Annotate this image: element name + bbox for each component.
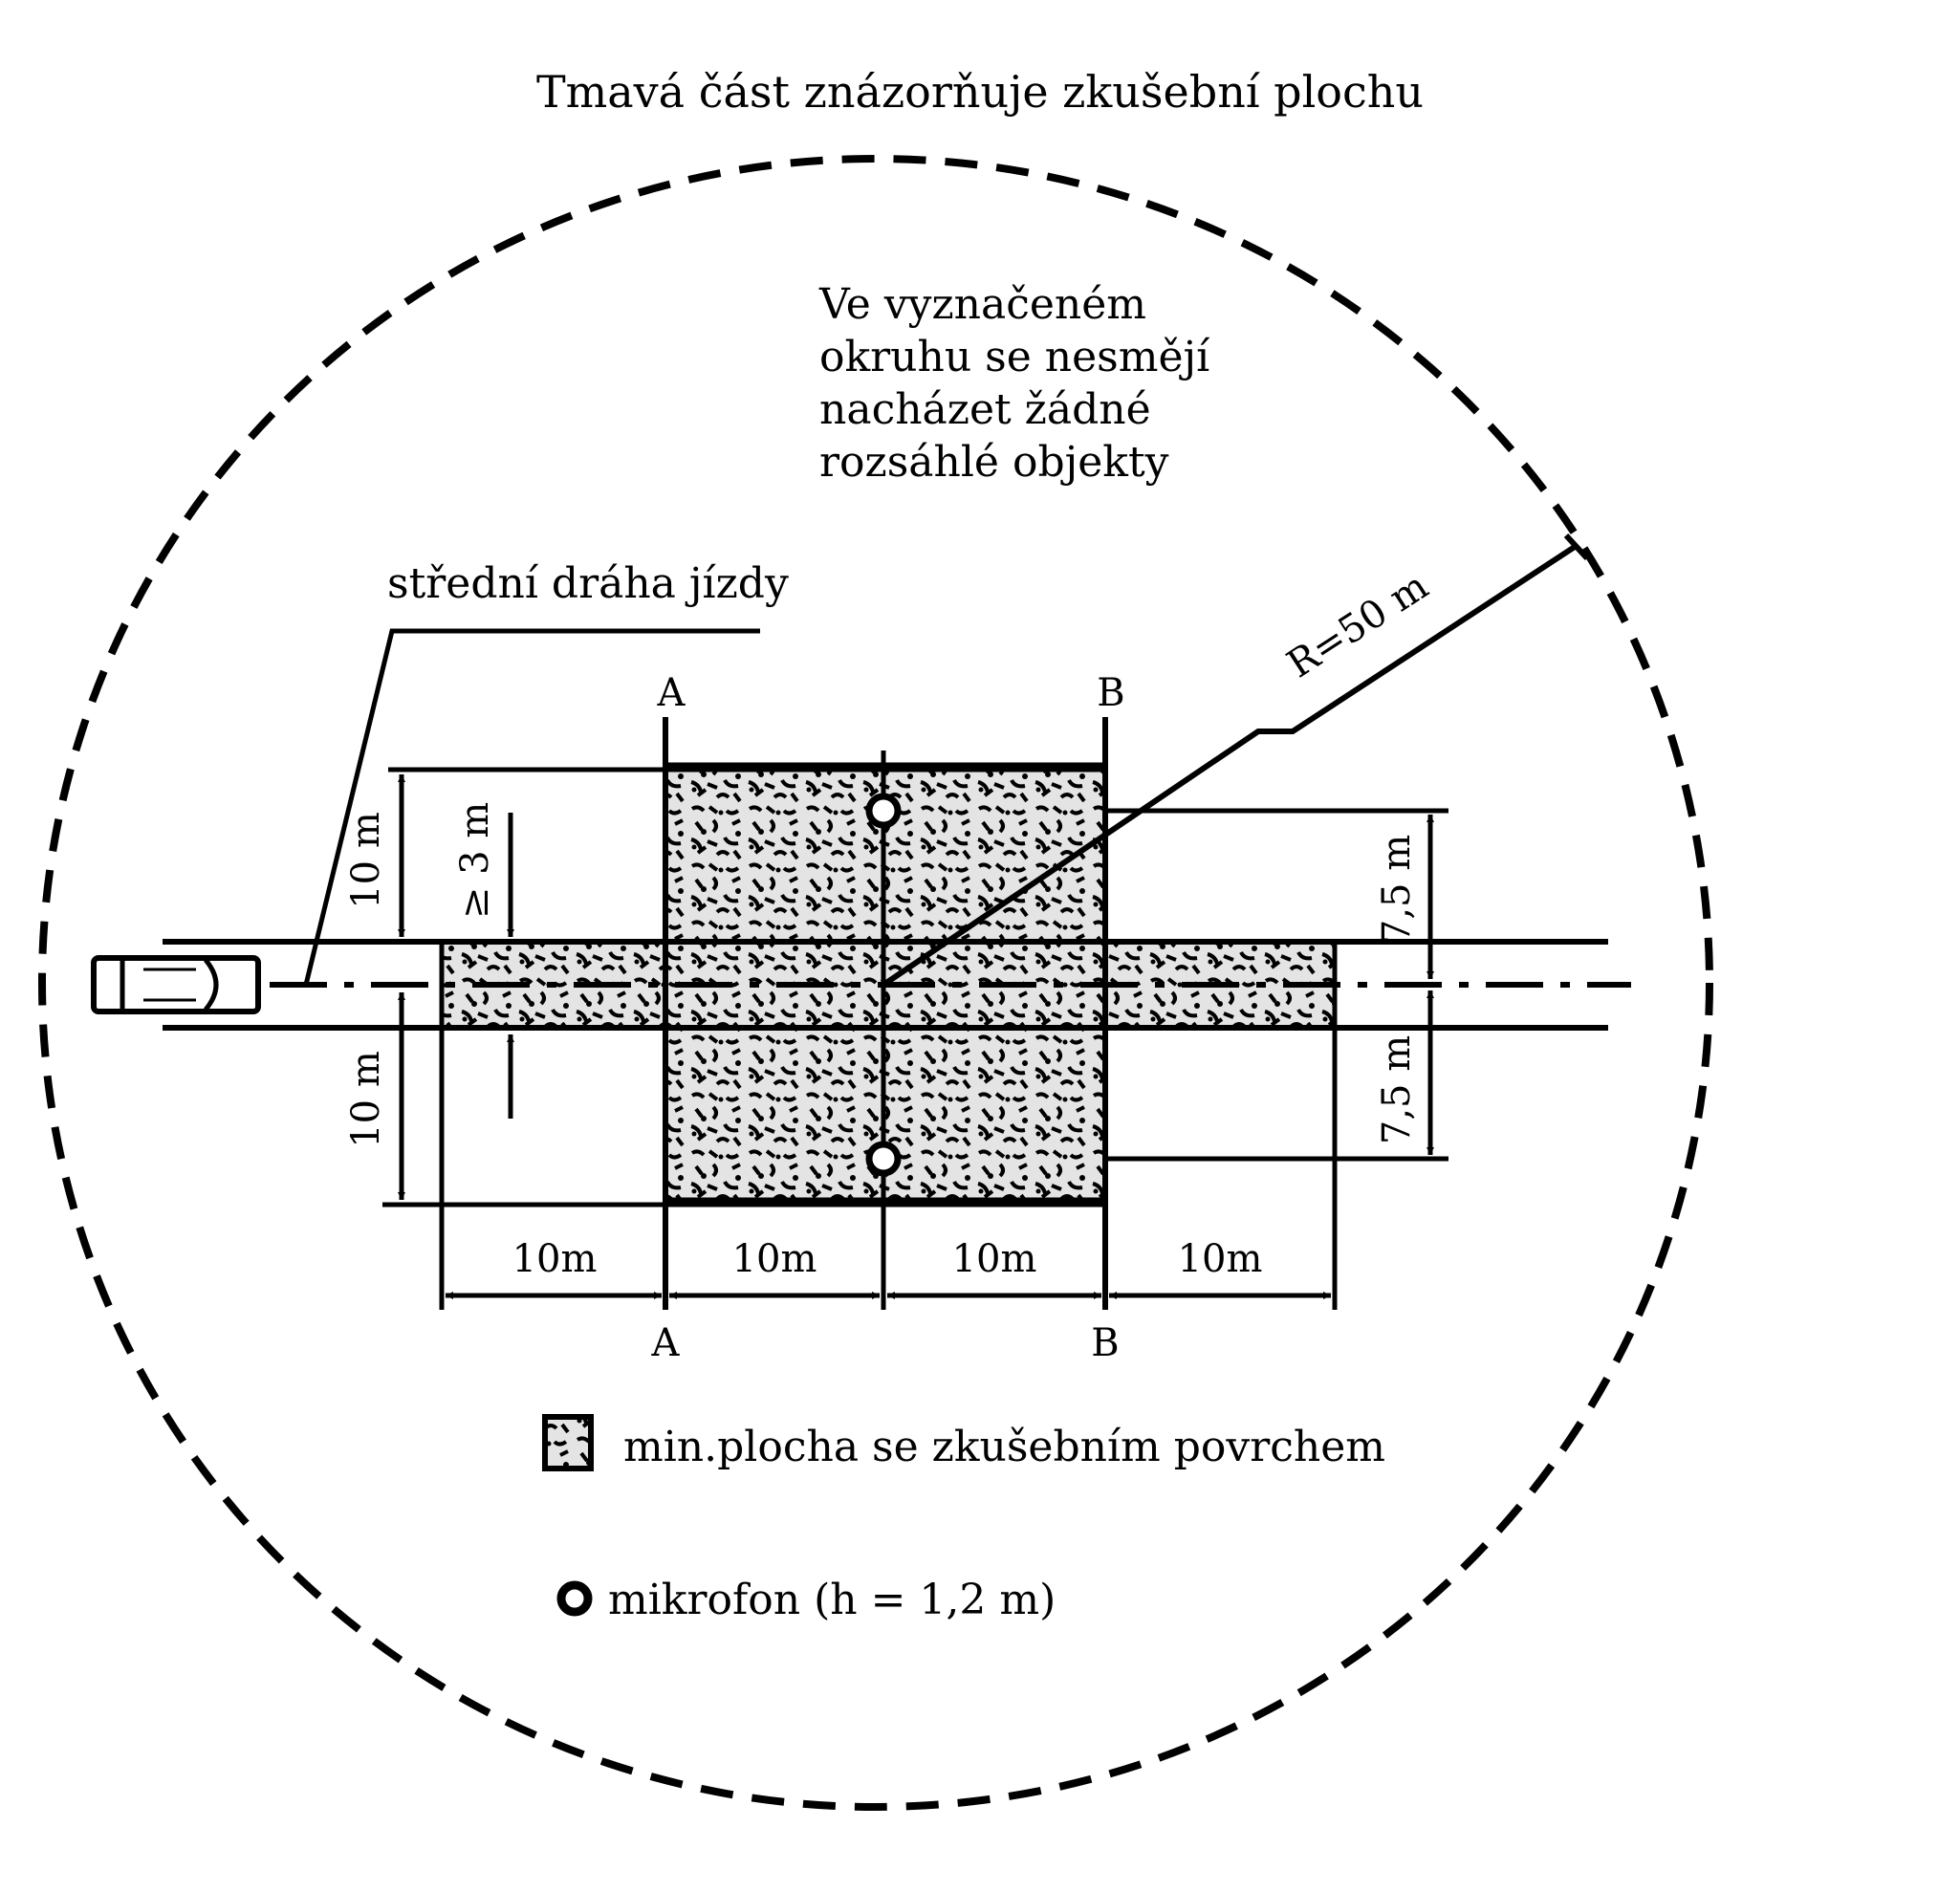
section-b-bottom: B — [1091, 1321, 1119, 1365]
legend-surface-swatch — [542, 1414, 594, 1471]
dim-right-lower: 7,5 m — [1375, 1035, 1419, 1144]
microphone-top — [865, 793, 902, 829]
radius-tick — [1563, 533, 1590, 561]
legend-microphone-label: mikrofon (h = 1,2 m) — [608, 1576, 1056, 1624]
section-b-top: B — [1097, 671, 1124, 715]
microphone-bottom — [865, 1141, 902, 1177]
legend-surface-label: min.plocha se zkušebním povrchem — [623, 1423, 1385, 1471]
dim-left-upper: 10 m — [344, 812, 388, 909]
dim-bottom-4: 10m — [1178, 1237, 1263, 1281]
diagram-title: Tmavá část znázorňuje zkušební plochu — [536, 66, 1424, 118]
section-a-top: A — [657, 671, 686, 715]
dim-left-lower: 10 m — [344, 1051, 388, 1148]
legend-microphone-icon — [556, 1580, 593, 1617]
reference-lines — [382, 751, 1448, 1310]
note-line-4: rozsáhlé objekty — [819, 438, 1169, 487]
path-label: střední dráha jízdy — [387, 559, 789, 608]
vehicle-icon — [91, 955, 261, 1014]
dim-bottom-3: 10m — [952, 1237, 1037, 1281]
path-leader — [303, 628, 760, 986]
radius-label: R=50 m — [1279, 564, 1436, 687]
boundary-circle — [38, 155, 1713, 1811]
section-a-bottom: A — [651, 1321, 681, 1365]
dim-bottom-1: 10m — [512, 1237, 598, 1281]
radius-line — [882, 542, 1579, 988]
note-line-1: Ve vyznačeném — [818, 280, 1146, 329]
legend: min.plocha se zkušebním povrchem mikrofo… — [542, 1414, 1385, 1624]
dim-right-upper: 7,5 m — [1375, 835, 1419, 944]
note-line-2: okruhu se nesmějí — [819, 333, 1210, 381]
note-line-3: nacházet žádné — [819, 385, 1151, 434]
dim-strip: ≥ 3 m — [453, 802, 497, 919]
dim-bottom-2: 10m — [732, 1237, 817, 1281]
